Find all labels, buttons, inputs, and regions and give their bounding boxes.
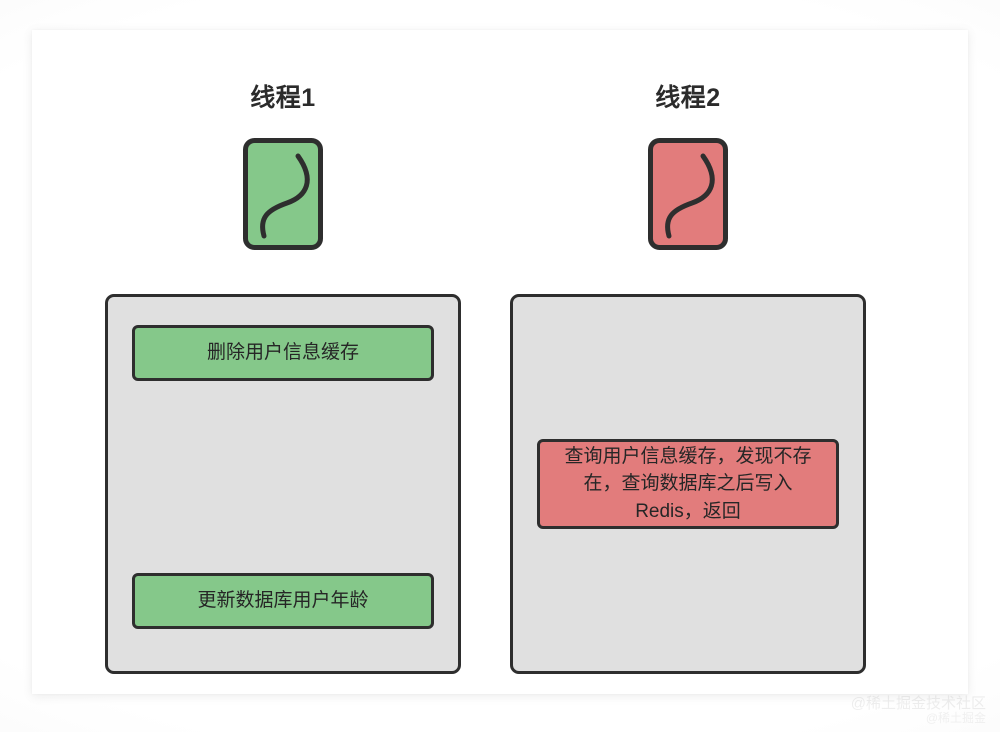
thread-1-title: 线程1 — [250, 84, 316, 112]
thread-icon — [243, 138, 323, 250]
step-delete-cache-label: 删除用户信息缓存 — [206, 342, 359, 364]
thread-2-stack-panel: 查询用户信息缓存，发现不存在，查询数据库之后写入 Redis，返回 — [510, 294, 866, 674]
watermark-main: @稀土掘金技术社区 — [850, 694, 986, 712]
thread-icon — [648, 138, 728, 250]
step-query-cache-miss[interactable]: 查询用户信息缓存，发现不存在，查询数据库之后写入 Redis，返回 — [537, 439, 839, 529]
watermark-sub: @稀土掘金 — [925, 711, 986, 726]
diagram-canvas: 线程1 删除用户信息缓存 更新数据库用户年龄 线程2 — [32, 30, 968, 694]
step-query-cache-miss-label: 查询用户信息缓存，发现不存在，查询数据库之后写入 Redis，返回 — [564, 445, 812, 522]
step-delete-cache[interactable]: 删除用户信息缓存 — [132, 325, 434, 381]
step-update-db[interactable]: 更新数据库用户年龄 — [132, 573, 434, 629]
step-update-db-label: 更新数据库用户年龄 — [197, 590, 369, 612]
watermark: @稀土掘金技术社区 @稀土掘金 — [851, 695, 986, 726]
thread-2-title: 线程2 — [655, 84, 721, 112]
thread-1-stack-panel: 删除用户信息缓存 更新数据库用户年龄 — [105, 294, 461, 674]
